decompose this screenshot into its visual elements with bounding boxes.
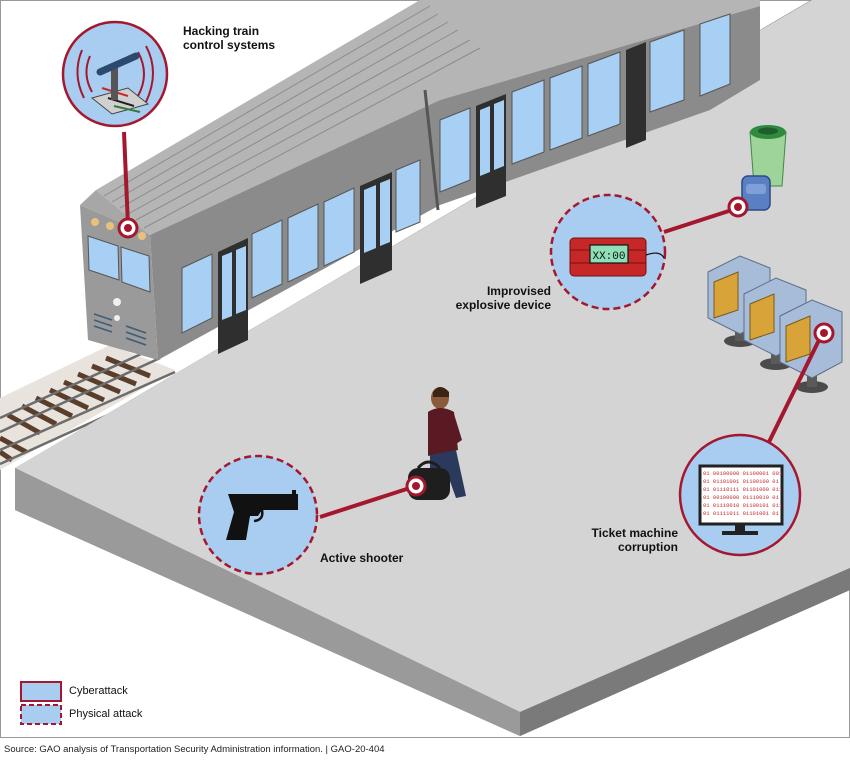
label-line: Improvised bbox=[486, 284, 551, 298]
label-line: control systems bbox=[183, 38, 276, 52]
label-line: Active shooter bbox=[320, 551, 404, 565]
legend-physical-swatch bbox=[20, 704, 62, 725]
binary-line: 01 01110111 01101000 011 bbox=[703, 486, 783, 493]
callout-ied: XX:00 bbox=[549, 193, 667, 311]
label-active-shooter: Active shooter bbox=[320, 551, 403, 565]
binary-line: 01 01111011 01101001 01 bbox=[703, 510, 780, 517]
callout-active-shooter bbox=[197, 454, 319, 576]
monitor-binary-icon: 01 00100000 01100001 001 01 01101001 011… bbox=[698, 464, 784, 535]
label-ticket-machine: Ticket machine corruption bbox=[586, 526, 678, 554]
trash-can bbox=[749, 125, 787, 187]
ticket-machines bbox=[707, 255, 843, 393]
binary-line: 01 01101001 01100100 01 bbox=[703, 478, 780, 485]
legend-cyber-label: Cyberattack bbox=[69, 685, 128, 697]
label-line: Ticket machine bbox=[591, 526, 678, 540]
connector-endpoint-bag bbox=[727, 196, 749, 218]
control-lever-icon bbox=[76, 45, 154, 115]
legend-cyber-swatch bbox=[20, 681, 62, 702]
callout-ticket-machine: 01 00100000 01100001 001 01 01101001 011… bbox=[678, 433, 802, 557]
label-line: corruption bbox=[618, 540, 678, 554]
label-line: explosive device bbox=[455, 298, 551, 312]
callout-hacking-train-control bbox=[61, 20, 169, 128]
source-note: Source: GAO analysis of Transportation S… bbox=[4, 744, 385, 755]
railway-tracks bbox=[0, 345, 186, 470]
label-hacking-train-control: Hacking train control systems bbox=[183, 24, 275, 52]
legend-physical-label: Physical attack bbox=[69, 708, 143, 720]
connector-endpoint-ticket bbox=[813, 322, 835, 344]
connector-endpoint-train bbox=[117, 217, 139, 239]
connector-endpoint-person bbox=[405, 475, 427, 497]
binary-line: 01 00100000 01110010 01 bbox=[703, 494, 780, 501]
binary-line: 01 01110010 01100101 011 bbox=[703, 502, 783, 509]
dynamite-icon: XX:00 bbox=[569, 237, 665, 277]
binary-line: 01 00100000 01100001 001 bbox=[703, 470, 783, 477]
suspicious-bag bbox=[741, 175, 771, 211]
ied-timer-text: XX:00 bbox=[592, 251, 625, 263]
label-ied: Improvised explosive device bbox=[451, 284, 551, 312]
handgun-icon bbox=[226, 490, 298, 540]
label-line: Hacking train bbox=[183, 24, 260, 38]
train bbox=[80, 0, 760, 360]
legend bbox=[20, 681, 62, 725]
callout-connectors bbox=[122, 131, 824, 519]
